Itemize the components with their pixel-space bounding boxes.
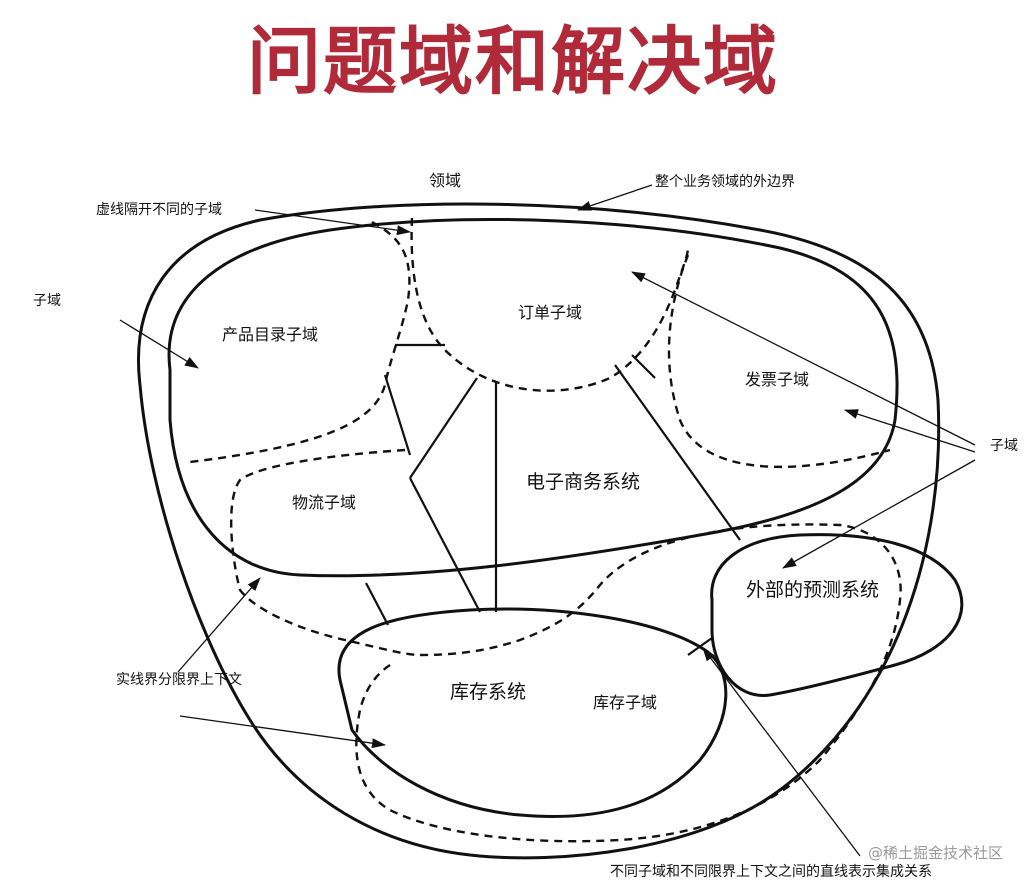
integration-line-3 [409, 377, 478, 479]
arrow-subdomain-right-1 [631, 271, 976, 446]
inventory-subdomain-dash [355, 523, 902, 843]
order-bottom-dash [410, 217, 690, 392]
label-integration: 不同子域和不同限界上下文之间的直线表示集成关系 [610, 863, 932, 880]
label-forecast-system: 外部的预测系统 [746, 579, 879, 601]
label-inventory-system: 库存系统 [450, 681, 526, 703]
label-order: 订单子域 [518, 303, 582, 322]
arrow-outer-boundary [577, 184, 653, 211]
label-domain: 领域 [429, 171, 461, 190]
integration-line-9 [687, 637, 713, 656]
inventory-context-boundary [337, 607, 728, 819]
arrow-subdomain-left [119, 319, 199, 369]
catalog-order-dash [189, 220, 411, 464]
arrow-inventory [179, 715, 386, 749]
label-subdomain-right: 子域 [990, 438, 1018, 454]
arrow-integration [702, 647, 861, 857]
label-inventory-subdomain: 库存子域 [593, 693, 657, 712]
logistics-dash [230, 448, 421, 657]
invoice-dash [667, 254, 891, 469]
arrow-subdomain-right-3 [782, 459, 976, 569]
integration-line-2 [383, 374, 412, 456]
watermark: @稀土掘金技术社区 [868, 844, 1003, 862]
ecommerce-context-boundary [167, 218, 899, 578]
label-bounded-context: 实线界分限界上下文 [116, 672, 242, 688]
arrow-bounded-context [177, 577, 261, 673]
arrow-subdomain-right-2 [844, 409, 976, 453]
label-invoice: 发票子域 [745, 370, 809, 389]
forecast-system-boundary [710, 533, 964, 697]
label-ecommerce-system: 电子商务系统 [526, 471, 640, 493]
label-dashed-separator: 虚线隔开不同的子域 [96, 202, 222, 218]
label-logistics: 物流子域 [292, 493, 356, 512]
integration-line-4 [409, 477, 481, 613]
label-outer-boundary: 整个业务领域的外边界 [655, 174, 795, 190]
integration-line-6 [614, 364, 741, 541]
label-subdomain-left: 子域 [33, 293, 61, 309]
integration-line-8 [365, 582, 389, 626]
label-product-catalog: 产品目录子域 [222, 325, 318, 344]
page-title: 问题域和解决域 [247, 19, 779, 105]
domain-outer-boundary [137, 202, 941, 860]
integration-line-7 [631, 354, 656, 379]
arrow-dashed-separator [254, 209, 411, 236]
